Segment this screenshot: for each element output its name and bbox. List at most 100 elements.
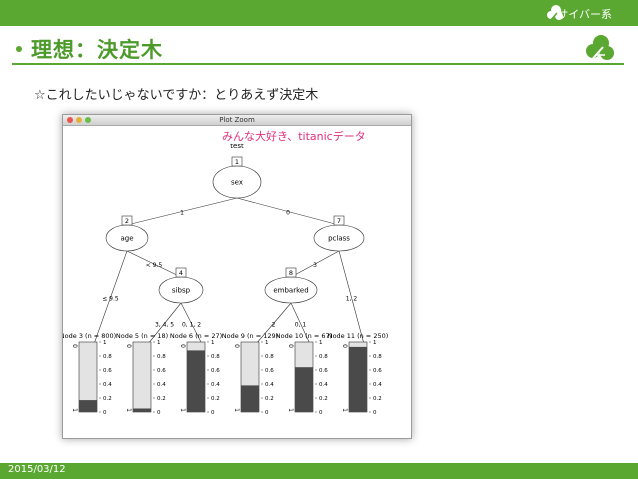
node-id: 7 — [337, 217, 341, 225]
node-id: 4 — [179, 269, 183, 277]
node-label: embarked — [273, 287, 308, 295]
axis-tick-label: 0.4 — [211, 382, 220, 388]
axis-tick-label: 0.8 — [157, 354, 166, 360]
axis-tick-label: 0.2 — [265, 396, 274, 402]
edge-label: ≤ 9.5 — [102, 296, 119, 303]
axis-tick-label: 0.8 — [103, 354, 112, 360]
window-zoom-button[interactable] — [85, 117, 91, 123]
class-label: 0 — [71, 344, 78, 348]
tree-edge — [290, 302, 311, 345]
axis-tick-label: 0.4 — [265, 382, 274, 388]
node-id-box — [231, 156, 243, 167]
axis-tick-label: 0.4 — [157, 382, 166, 388]
axis-tick-label: 0.6 — [373, 368, 382, 374]
slide-title: 理想：決定木 — [31, 38, 163, 62]
tree-edge — [147, 302, 182, 345]
axis-tick-label: 1 — [265, 340, 269, 346]
leaf-bar-survived — [133, 408, 151, 412]
axis-tick-label: 0.2 — [103, 396, 112, 402]
node-id-box — [333, 215, 345, 226]
tree-edge — [126, 197, 238, 226]
axis-tick-label: 0 — [265, 410, 269, 416]
plot-zoom-window[interactable]: Plot Zoom test 1 0 ≤ 9.5 < 9.5 3, 4, 5 0, 1, 2… — [62, 114, 412, 439]
title-underline — [12, 63, 624, 65]
axis-tick-label: 0.8 — [319, 354, 328, 360]
axis-tick-label: 0.6 — [157, 368, 166, 374]
leaf-label: Node 11 (n = 250) — [328, 332, 389, 340]
plot-title: test — [230, 142, 244, 150]
header-label: サイバー系 — [557, 8, 612, 21]
class-label: 1 — [179, 408, 186, 412]
axis-tick-label: 0.6 — [319, 368, 328, 374]
edge-label: < 9.5 — [146, 262, 163, 269]
axis-tick-label: 1 — [157, 340, 161, 346]
window-title: Plot Zoom — [219, 116, 255, 124]
window-close-button[interactable] — [67, 117, 73, 123]
leaf-bar-survived — [79, 400, 97, 412]
leaf-label: Node 3 (n = 800) — [63, 332, 116, 340]
node-label: pclass — [328, 235, 350, 243]
leaf-bar-survived — [295, 367, 313, 412]
slide-heading: 理想：決定木 — [16, 34, 163, 64]
tree-edge — [93, 250, 128, 345]
edge-label: 1 — [180, 210, 184, 217]
node-label: age — [120, 235, 133, 243]
tree-edge — [126, 250, 182, 278]
axis-tick-label: 1 — [373, 340, 377, 346]
tree-edge — [290, 250, 340, 278]
node-id-box — [121, 215, 133, 226]
tree-edge — [180, 302, 203, 345]
axis-tick-label: 0.6 — [265, 368, 274, 374]
axis-tick-label: 0.2 — [211, 396, 220, 402]
axis-tick-label: 0.2 — [373, 396, 382, 402]
class-label: 1 — [125, 408, 132, 412]
edge-label: 1, 2 — [346, 296, 358, 303]
bottom-bar — [0, 463, 638, 479]
axis-tick-label: 0.8 — [265, 354, 274, 360]
axis-tick-label: 0 — [319, 410, 323, 416]
tree-edge — [338, 250, 365, 345]
axis-tick-label: 0.6 — [103, 368, 112, 374]
axis-tick-label: 0.8 — [211, 354, 220, 360]
axis-tick-label: 0 — [103, 410, 107, 416]
class-label: 0 — [287, 344, 294, 348]
class-label: 0 — [341, 344, 348, 348]
axis-tick-label: 0.4 — [319, 382, 328, 388]
leaf-label: Node 10 (n = 67) — [276, 332, 332, 340]
leaf-logo-icon — [547, 5, 563, 22]
axis-tick-label: 0.8 — [373, 354, 382, 360]
node-id: 1 — [235, 158, 239, 166]
edge-label: 0, 1, 2 — [182, 322, 201, 329]
leaf-logo-icon — [586, 35, 614, 64]
class-label: 1 — [71, 408, 78, 412]
axis-tick-label: 0 — [157, 410, 161, 416]
axis-tick-label: 0.4 — [103, 382, 112, 388]
axis-tick-label: 0 — [373, 410, 377, 416]
class-label: 0 — [179, 344, 186, 348]
tree-edge — [255, 302, 292, 345]
node-label: sibsp — [172, 287, 191, 295]
leaf-bar-background — [132, 341, 152, 413]
page-number: 19 — [619, 453, 630, 462]
axis-tick-label: 0.6 — [211, 368, 220, 374]
node-label: sex — [231, 179, 243, 187]
leaf-bar-survived — [349, 346, 367, 412]
slide-subtitle: ☆これしたいじゃないですか：とりあえず決定木 — [34, 88, 319, 103]
window-minimize-button[interactable] — [76, 117, 82, 123]
axis-tick-label: 0.4 — [373, 382, 382, 388]
slide-date: 2015/03/12 — [8, 464, 66, 475]
edge-label: 3, 4, 5 — [155, 322, 174, 329]
tree-edge — [236, 197, 340, 226]
class-label: 1 — [341, 408, 348, 412]
axis-tick-label: 0.2 — [157, 396, 166, 402]
class-label: 0 — [233, 344, 240, 348]
axis-tick-label: 0 — [211, 410, 215, 416]
title-bullet — [16, 46, 22, 52]
window-titlebar[interactable]: Plot Zoom — [63, 115, 411, 126]
edge-label: 2 — [272, 322, 276, 329]
leaf-bar-survived — [241, 385, 259, 412]
class-label: 0 — [125, 344, 132, 348]
top-bar: サイバー系 — [0, 0, 638, 26]
leaf-label: Node 9 (n = 129) — [222, 332, 278, 340]
